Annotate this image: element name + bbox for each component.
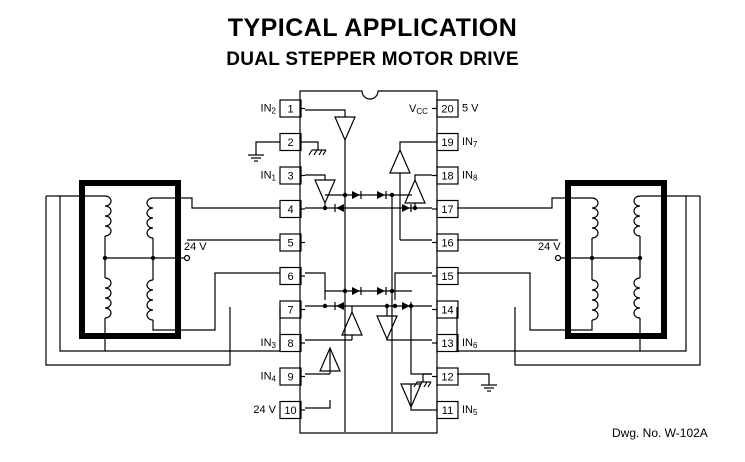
coil-icon [591, 279, 599, 321]
junctions [322, 192, 418, 309]
pin-8: 8 IN3 [261, 333, 305, 353]
ground-icon [413, 373, 432, 388]
pin-label: IN4 [261, 371, 277, 384]
driver-buffers [314, 116, 426, 409]
right-stepper-motor [456, 180, 701, 366]
pin-15: 15 [432, 266, 459, 286]
pin-label: IN2 [261, 103, 277, 116]
diagram-title: TYPICAL APPLICATION [227, 14, 518, 42]
pin-5: 5 [279, 233, 305, 252]
left-stepper-motor [45, 180, 281, 366]
buffer-triangle [341, 310, 363, 336]
pin-number: 16 [441, 238, 453, 250]
pin-label: 5 V [462, 103, 479, 115]
right-pin-column: 20 5 V 19 IN7 18 IN8 17 16 15 14 13 IN6 12 11 IN5 [432, 99, 479, 420]
pin-number: 13 [441, 338, 453, 350]
diagram-subtitle: DUAL STEPPER MOTOR DRIVE [226, 49, 519, 70]
pin-11: 11 IN5 [432, 400, 478, 420]
pin-label: IN1 [261, 170, 277, 183]
drawing-number: Dwg. No. W-102A [612, 426, 708, 440]
pin-label: IN8 [462, 170, 478, 183]
coil-icon [591, 197, 599, 239]
coil-icon [146, 197, 154, 239]
right-supply-label: 24 V [538, 241, 561, 253]
pin-label: 24 V [253, 404, 276, 416]
ground-icon [457, 373, 497, 392]
pin-13: 13 IN6 [432, 333, 478, 353]
pin-6: 6 [279, 266, 305, 286]
diode-icon [402, 204, 410, 212]
pin-10: 10 24 V [253, 400, 305, 420]
pin-label: IN3 [261, 337, 277, 350]
diode-icon [352, 287, 360, 295]
pin-1: 1 IN2 [261, 99, 305, 118]
pin-number: 10 [284, 405, 296, 417]
pin-number: 7 [287, 305, 293, 317]
pin-number: 11 [442, 405, 453, 417]
diode-icon [402, 302, 410, 310]
ground-icon [305, 141, 327, 156]
pin-number: 14 [441, 305, 453, 317]
pin-number: 1 [287, 104, 293, 116]
diode-icon [352, 191, 360, 199]
pin-number: 3 [287, 171, 293, 183]
pin-16: 16 [432, 233, 459, 252]
pin-7: 7 [279, 300, 305, 319]
coil-icon [104, 277, 112, 319]
pin-18: 18 IN8 [432, 166, 478, 185]
coil-icon [104, 195, 112, 237]
vcc-label: VCC [409, 103, 428, 116]
pin-4: 4 [279, 199, 305, 219]
diode-icon [336, 204, 344, 212]
buffer-triangle [376, 315, 398, 341]
buffer-triangle [389, 148, 411, 174]
diode-icon [336, 302, 344, 310]
coil-icon [146, 279, 154, 321]
buffer-triangle [400, 383, 422, 409]
pin-number: 12 [441, 372, 453, 384]
ic-body [299, 90, 438, 434]
pin-number: 17 [441, 204, 453, 216]
pin-9: 9 IN4 [261, 367, 305, 386]
coil-icon [633, 195, 641, 237]
pin-label: IN5 [462, 404, 478, 417]
pin-label: IN6 [462, 337, 478, 350]
clamp-diodes [334, 191, 412, 310]
diode-icon [377, 287, 385, 295]
pin-3: 3 IN1 [261, 166, 305, 185]
pin-20: 20 5 V [432, 99, 479, 118]
buffer-triangle [404, 178, 426, 204]
buffer-triangle [314, 179, 336, 205]
pin-number: 18 [441, 171, 453, 183]
pin-label: IN7 [462, 136, 478, 149]
pin-number: 8 [287, 338, 293, 350]
pin-number: 4 [287, 204, 293, 216]
pin-number: 15 [441, 271, 453, 283]
pin-14: 14 [432, 300, 459, 319]
pin-number: 5 [287, 238, 293, 250]
buffer-triangle [334, 116, 356, 142]
coil-icon [633, 277, 641, 319]
left-pin-column: 1 IN2 2 3 IN1 4 5 6 7 8 IN3 9 IN4 10 24 V [253, 99, 305, 420]
pin-19: 19 IN7 [432, 132, 478, 152]
pin-number: 6 [287, 271, 293, 283]
pin-number: 19 [441, 137, 453, 149]
pin-number: 20 [441, 104, 453, 116]
pin-17: 17 [432, 199, 459, 219]
pin-number: 9 [287, 372, 293, 384]
pin-2: 2 [279, 132, 305, 152]
pin-number: 2 [287, 137, 293, 149]
diode-icon [377, 191, 385, 199]
left-supply-label: 24 V [184, 241, 207, 253]
ground-icon [248, 141, 280, 162]
pin-12: 12 [432, 367, 459, 386]
buffer-triangle [319, 346, 341, 372]
